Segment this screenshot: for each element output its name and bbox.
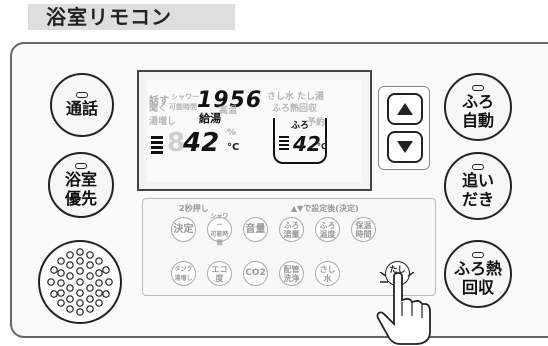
furo-level-bars-icon (279, 136, 289, 156)
pipe-cleaning-button[interactable]: 配管 洗浄 (279, 261, 304, 286)
up-button[interactable] (387, 93, 423, 125)
percent-unit: % (227, 128, 237, 138)
reheat-lamp-icon (472, 163, 484, 170)
sashiyu-label: たし湯 (297, 92, 325, 102)
bath-auto-lamp-icon (472, 84, 484, 91)
bath-auto-label: ふろ 自動 (461, 91, 494, 130)
kyuto-temp: 42 (183, 128, 220, 158)
sashimizu-label: さし水 (267, 92, 295, 102)
call-button[interactable]: 通話 (50, 73, 114, 137)
kyuto-digit-ghost: 8 (167, 128, 186, 158)
yoyaku-label: 予約 (307, 118, 326, 128)
call-label: 通話 (65, 99, 98, 118)
lcd-display: 話す シャワー 聞く 可能時間 1956 さし水 たし湯 ふろ熱回収 湯増し 高… (147, 80, 361, 182)
bath-priority-lamp-icon (75, 162, 87, 169)
shower-time-button[interactable]: シャワー 可能時間 (207, 213, 232, 247)
bath-priority-button[interactable]: 浴室 優先 (48, 152, 114, 218)
volume-button[interactable]: 音量 (243, 217, 268, 242)
talk-label: 話す (149, 96, 169, 107)
pointing-hand-icon (376, 272, 431, 345)
confirm-button[interactable]: 決定 (171, 217, 196, 242)
high-temp-label: 高温 (219, 106, 238, 116)
bath-priority-label: 浴室 優先 (64, 169, 97, 208)
furo-celsius: °C (317, 142, 327, 151)
hold-caption: 2秒押し (179, 204, 209, 213)
shower-time-label: 可能時間 (169, 103, 197, 111)
title-bar: 浴室リモコン (28, 4, 235, 30)
heat-recovery-button[interactable]: ふろ熱 回収 (444, 240, 512, 308)
lcd-screen: 話す シャワー 聞く 可能時間 1956 さし水 たし湯 ふろ熱回収 湯増し 高… (137, 70, 372, 191)
triangle-up-icon (397, 103, 413, 115)
bath-water-amount-button[interactable]: ふろ 湯量 (279, 217, 304, 242)
heat-recovery-lamp-icon (472, 251, 484, 258)
heat-recovery-label: ふろ熱 回収 (453, 258, 502, 297)
speaker-holes-icon (47, 248, 113, 316)
reheat-label: 追い だき (461, 170, 494, 209)
kyuto-label: 給湯 (199, 112, 221, 125)
level-bars-icon (151, 136, 163, 158)
eco-level-button[interactable]: エコ度 (207, 261, 232, 286)
arrows-caption: ▲▼で設定後(決定) (291, 204, 359, 213)
call-lamp-icon (76, 92, 88, 98)
add-water-button[interactable]: さし水 (315, 261, 340, 286)
page-title: 浴室リモコン (46, 5, 172, 29)
arrow-panel (378, 86, 430, 170)
hot-water-add-label: 湯増し (149, 117, 177, 127)
shower-label: シャワー (171, 93, 199, 101)
bath-auto-button[interactable]: ふろ 自動 (444, 73, 512, 141)
bath-temp-button[interactable]: ふろ 温度 (315, 217, 340, 242)
time-display: 1956 (197, 88, 263, 113)
furo-tub-frame (273, 118, 327, 164)
tank-add-button[interactable]: タンク 湯増し (171, 261, 196, 286)
speaker-grille (38, 240, 122, 324)
kyuto-celsius: °C (227, 142, 240, 153)
down-button[interactable] (387, 131, 423, 163)
listen-label: 聞く (149, 104, 168, 114)
furo-label: ふろ (291, 121, 310, 131)
triangle-down-icon (397, 141, 413, 153)
furo-temp: 42 (293, 132, 321, 156)
reheat-button[interactable]: 追い だき (444, 152, 512, 220)
bath-heat-label: ふろ熱回収 (272, 104, 318, 114)
keep-warm-time-button[interactable]: 保温 時間 (351, 217, 376, 242)
co2-button[interactable]: CO2 (243, 261, 268, 286)
